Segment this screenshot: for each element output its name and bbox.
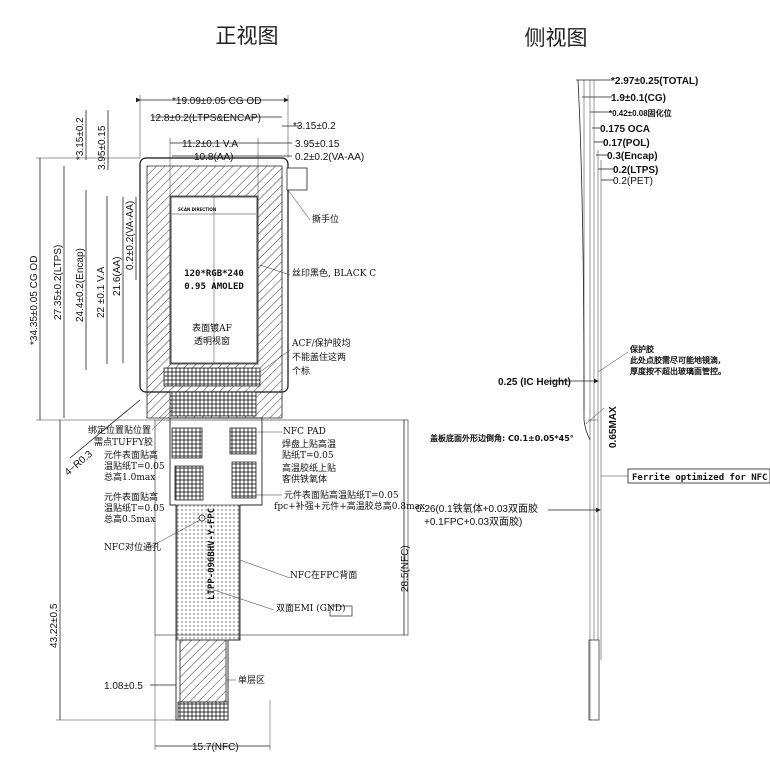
component-block-4	[231, 461, 257, 499]
side-fpc-end	[588, 639, 600, 721]
surface-note-line-2: 透明视窗	[194, 335, 230, 347]
dim-ltps-encap-width: 12.8±0.2(LTPS&ENCAP)	[150, 113, 261, 124]
nfc-outline	[154, 419, 409, 636]
dim-va-aa-offset: 0.2±0.2(VA-AA)	[295, 152, 364, 163]
dim-curing-position: *0.42±0.08固化位	[609, 108, 672, 118]
ic-height-label: 0.25 (IC Height)	[498, 377, 571, 388]
dim-oca-thickness: 0.175 OCA	[600, 124, 650, 135]
fpc-bond-pads	[169, 391, 257, 417]
dim-top-border: *3.15±0.2	[75, 117, 86, 160]
label-nfc-hole: NFC对位通孔	[104, 541, 161, 553]
fpc-part-number: LTPP-096BHV-Y-FPC	[207, 508, 217, 600]
label-comp1-line-3: 总高1.0max	[104, 471, 155, 483]
dim-va-aa-vertical: 0.2±0.2(VA-AA)	[125, 201, 136, 270]
front-view-title: 正视图	[216, 24, 279, 48]
label-nfc-back: NFC在FPC背面	[290, 569, 357, 581]
dim-total-height: 43.22±0.5	[49, 603, 60, 648]
dim-cg-od-height: *34.35±0.05 CG OD	[29, 256, 40, 345]
fpc-single-layer	[179, 639, 227, 703]
label-comp3-line-1: 元件表面贴高温贴纸T=0.05	[284, 489, 399, 501]
label-solder-line-2: 贴纸T=0.05	[282, 449, 334, 461]
protect-glue-line-3: 厚度按不超出玻璃面管控。	[630, 366, 726, 376]
protect-glue-line-2: 此处点胶需尽可能地镜滴,	[630, 355, 721, 365]
label-single-layer: 单层区	[238, 674, 265, 686]
label-bind-line-2: 需点TUFFY胶	[94, 436, 153, 448]
side-dimensions: *2.97±0.25(TOTAL) 1.9±0.1(CG) *0.42±0.08…	[576, 76, 698, 187]
label-solder-line-1: 焊盘上贴高温	[282, 438, 336, 450]
label-nfc-pad: NFC PAD	[283, 427, 326, 437]
protect-glue-line-1: 保护胶	[629, 344, 654, 354]
dim-ltps-height: 27.35±0.2(LTPS)	[53, 245, 64, 320]
dim-pol-thickness: 0.17(POL)	[603, 138, 650, 149]
dim-va-height: 22 ±0.1 V.A	[96, 266, 107, 318]
dim-ltps-thickness: 0.2(LTPS)	[613, 165, 658, 176]
component-block-2	[174, 465, 204, 501]
stack-note-line-1: 0.26(0.1铁氧体+0.03双面胶	[416, 502, 538, 515]
label-acf-line-1: ACF/保护胶均	[291, 337, 351, 349]
dim-aa-width: 10.8(AA)	[194, 152, 233, 163]
emi-pad	[329, 605, 353, 617]
surface-note-line-1: 表面镀AF	[192, 322, 232, 334]
label-comp1-line-1: 元件表面贴高	[104, 449, 158, 461]
component-block-1	[171, 427, 203, 459]
label-comp2-line-3: 总高0.5max	[104, 513, 155, 525]
ic-bonding-strip	[163, 367, 261, 387]
left-dimensions: *34.35±0.05 CG OD 27.35±0.2(LTPS) 24.4±0…	[29, 110, 176, 721]
label-acf-line-2: 不能盖住这两	[292, 351, 346, 363]
tear-tab	[286, 167, 308, 191]
label-comp3-line-2: fpc+补强+元件+高温胶总高0.8max	[274, 500, 425, 512]
chamfer-note: 盖板底面外形边倒角: C0.1±0.05*45°	[430, 433, 574, 443]
display-spec-line-1: 120*RGB*240	[184, 269, 244, 279]
front-view: LTPP-096BHV-Y-FPC SCAN DIRECTION 120*RGB…	[29, 95, 425, 753]
fpc-gold-fingers	[177, 701, 229, 721]
label-comp1-line-2: 温贴纸T=0.05	[104, 460, 165, 472]
component-block-3	[229, 427, 257, 455]
dim-aa-height: 21.6(AA)	[112, 257, 123, 296]
fpc-dotted-area	[176, 504, 240, 641]
display-spec-line-2: 0.95 AMOLED	[184, 282, 244, 292]
side-view: *2.97±0.25(TOTAL) 1.9±0.1(CG) *0.42±0.08…	[416, 76, 770, 721]
nfc-alignment-hole	[198, 514, 206, 522]
dim-cg-thickness: 1.9±0.1(CG)	[611, 93, 666, 104]
label-silk-print: 丝印黑色, BLACK C	[292, 267, 376, 279]
ferrite-note: Ferrite optimized for NFC	[632, 472, 767, 483]
dim-nfc-height: 28.5(NFC)	[400, 545, 411, 592]
label-tear-tab: 撕手位	[312, 213, 339, 225]
label-acf-line-3: 个标	[292, 365, 310, 377]
label-temp-tape-line-1: 高温胶纸上贴	[282, 462, 336, 474]
label-comp2-line-2: 温贴纸T=0.05	[104, 502, 165, 514]
label-comp2-line-1: 元件表面贴高	[104, 491, 158, 503]
dim-cg-od-width: *19.09±0.05 CG OD	[172, 96, 261, 107]
dim-total-thickness: *2.97±0.25(TOTAL)	[611, 76, 698, 87]
scan-direction-label: SCAN DIRECTION	[178, 207, 216, 212]
label-emi: 双面EMI (GND)	[276, 603, 346, 614]
dim-pet-thickness: 0.2(PET)	[613, 176, 653, 187]
dim-va-offset: 3.95±0.15	[295, 139, 340, 150]
cover-glass-profile	[577, 79, 591, 441]
dim-fpc-offset: 1.08±0.5	[104, 681, 143, 692]
dim-encap-height: 24.4±0.2(Encap)	[75, 248, 86, 322]
max-thickness-label: 0.65MAX	[608, 406, 619, 448]
dim-right-border: *3.15±0.2	[293, 121, 336, 132]
top-dimensions: *19.09±0.05 CG OD 12.8±0.2(LTPS&ENCAP) *…	[136, 95, 364, 196]
stack-note-line-2: +0.1FPC+0.03双面胶)	[424, 515, 522, 528]
dim-corner-radius: 4−R0.3	[63, 449, 95, 479]
dim-va-width: 11.2±0.1 V.A	[182, 139, 238, 150]
dim-nfc-width: 15.7(NFC)	[192, 742, 239, 753]
label-bind-line-1: 绑定位置贴位置	[88, 424, 151, 436]
side-view-title: 侧视图	[525, 26, 588, 50]
label-temp-tape-line-2: 客供铁氧体	[282, 473, 327, 485]
dim-top-offset: 3.95±0.15	[97, 125, 108, 170]
dim-encap-thickness: 0.3(Encap)	[607, 151, 658, 162]
